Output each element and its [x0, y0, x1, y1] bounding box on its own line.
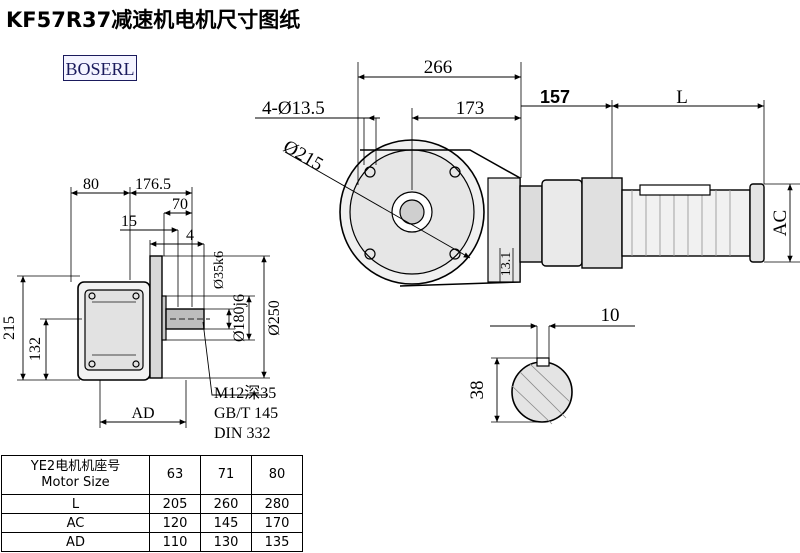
- brand-logo: BOSERL: [63, 55, 137, 81]
- table-header-row: YE2电机机座号 Motor Size 63 71 80: [1, 455, 303, 495]
- table-header-size: 71: [200, 455, 252, 495]
- table-row: AD 110 130 135: [1, 532, 303, 552]
- dim-AD: AD: [131, 405, 154, 422]
- table-cell: 135: [251, 532, 303, 552]
- dim-173: 173: [456, 98, 485, 119]
- table-header-size: 80: [251, 455, 303, 495]
- row-label: AC: [1, 513, 150, 533]
- dim-132: 132: [27, 337, 44, 361]
- table-header-size: 63: [149, 455, 201, 495]
- page-title: KF57R37减速机电机尺寸图纸: [6, 8, 301, 32]
- thread-standard-gbt: GB/T 145: [214, 405, 278, 422]
- dim-157: 157: [540, 87, 570, 107]
- dim-70: 70: [172, 196, 188, 213]
- dim-dia-35: Ø35k6: [212, 251, 227, 289]
- table-cell: 110: [149, 532, 201, 552]
- table-cell: 145: [200, 513, 252, 533]
- dim-38: 38: [467, 381, 488, 400]
- table-row: L 205 260 280: [1, 494, 303, 514]
- table-cell: 120: [149, 513, 201, 533]
- dim-13-1: 13.1: [499, 252, 514, 277]
- side-view: [17, 187, 270, 428]
- table-cell: 280: [251, 494, 303, 514]
- dim-AC: AC: [770, 210, 791, 236]
- dim-266: 266: [424, 57, 453, 78]
- table-cell: 205: [149, 494, 201, 514]
- dim-10: 10: [601, 305, 620, 326]
- thread-spec: M12深35: [214, 384, 276, 402]
- dim-L: L: [676, 87, 688, 108]
- front-view: [255, 62, 800, 287]
- thread-standard-din: DIN 332: [214, 425, 270, 442]
- table-cell: 130: [200, 532, 252, 552]
- shaft-section: [490, 323, 635, 425]
- dim-holes: 4-Ø13.5: [262, 98, 325, 119]
- dim-15: 15: [121, 213, 137, 230]
- dim-215: 215: [1, 316, 18, 340]
- table-cell: 170: [251, 513, 303, 533]
- dim-dia-250: Ø250: [266, 300, 283, 336]
- row-label: AD: [1, 532, 150, 552]
- dim-dia-180: Ø180j6: [231, 294, 248, 342]
- motor-size-table: YE2电机机座号 Motor Size 63 71 80 L 205 260 2…: [1, 455, 303, 552]
- row-label: L: [1, 494, 150, 514]
- table-header-label: YE2电机机座号 Motor Size: [1, 455, 150, 495]
- dim-4: 4: [186, 227, 194, 244]
- dim-dia-215: Ø215: [280, 136, 327, 175]
- table-row: AC 120 145 170: [1, 513, 303, 533]
- table-cell: 260: [200, 494, 252, 514]
- dim-176-5: 176.5: [135, 176, 171, 193]
- dim-80: 80: [83, 176, 99, 193]
